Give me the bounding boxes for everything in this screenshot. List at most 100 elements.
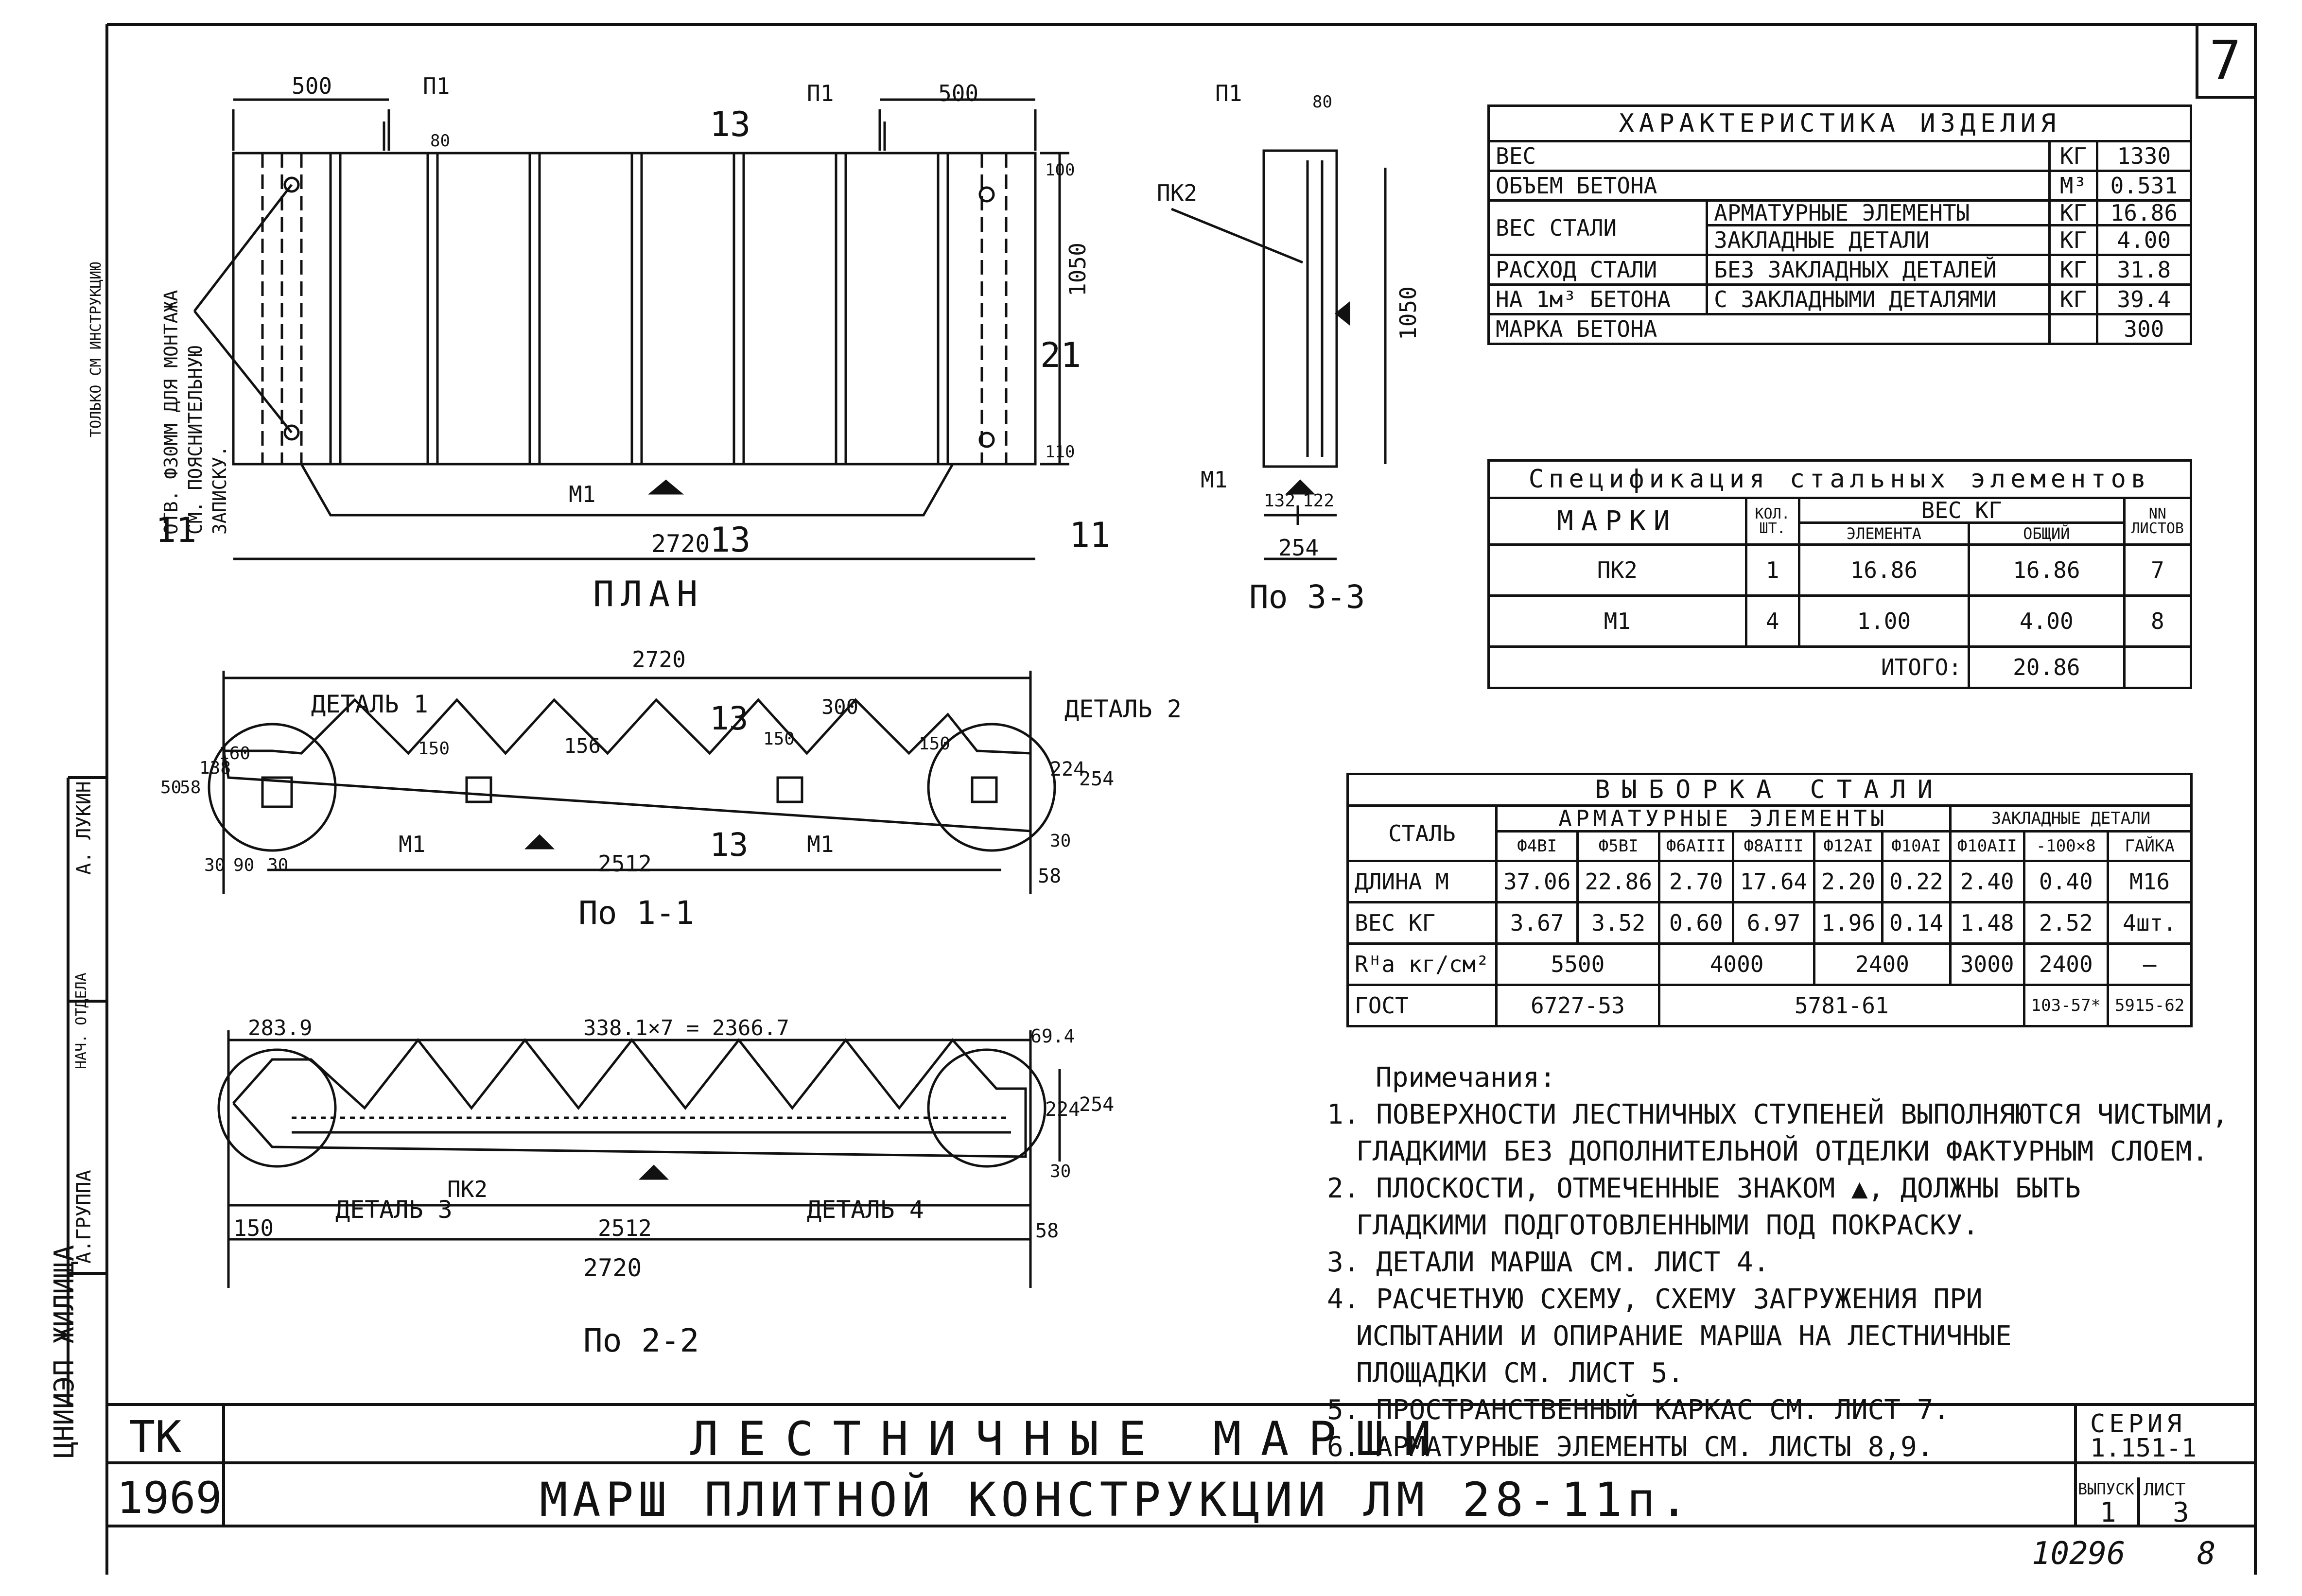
s33-dim-1050: 1050 bbox=[1395, 286, 1421, 340]
steel-wt: 3.67 bbox=[1495, 901, 1579, 945]
s11-dim-58: 58 bbox=[180, 778, 201, 798]
steel-h-steel: СТАЛЬ bbox=[1346, 804, 1498, 862]
steel-len: 0.22 bbox=[1881, 860, 1952, 903]
titleblock-sheet: 3 bbox=[2173, 1497, 2189, 1528]
s11-dim-30-b: 30 bbox=[267, 855, 289, 875]
spec-h-weight: ВЕС КГ bbox=[1797, 497, 2126, 524]
note-line: 6. АРМАТУРНЫЕ ЭЛЕМЕНТЫ СМ. ЛИСТЫ 8,9. bbox=[1327, 1431, 1934, 1463]
s22-dim-150: 150 bbox=[233, 1215, 274, 1241]
char-row-value: 39.4 bbox=[2095, 283, 2193, 315]
spec-h-total: ОБЩИЙ bbox=[1968, 521, 2126, 546]
steel-col: Ф8АIII bbox=[1731, 830, 1816, 862]
s11-label-m1-a: М1 bbox=[399, 831, 426, 857]
s11-dim-138: 138 bbox=[199, 758, 231, 778]
bottom-doc-number: 10296 bbox=[2032, 1536, 2126, 1572]
steel-gost: 6727-53 bbox=[1495, 984, 1660, 1027]
s22-title: По 2-2 bbox=[583, 1322, 699, 1359]
steel-ra: 5500 bbox=[1495, 942, 1660, 986]
plan-section-21: 21 bbox=[1040, 335, 1081, 375]
titleblock-issue: 1 bbox=[2100, 1497, 2116, 1528]
s22-dim-2720: 2720 bbox=[583, 1254, 642, 1282]
s11-dim-150-d: 150 bbox=[919, 734, 951, 754]
steel-r-ra: Rᴴа кг/см² bbox=[1346, 942, 1498, 986]
s22-dim-formula: 338.1×7 = 2366.7 bbox=[583, 1016, 789, 1041]
char-row-sub: С ЗАКЛАДНЫМИ ДЕТАЛЯМИ bbox=[1706, 283, 2051, 315]
char-row-unit: КГ bbox=[2048, 283, 2098, 315]
spec-row-sheet: 8 bbox=[2123, 594, 2193, 648]
steel-wt: 1.96 bbox=[1813, 901, 1884, 945]
steel-col: -100×8 bbox=[2023, 830, 2109, 862]
side-stamp-top-text: ТОЛЬКО СМ ИНСТРУКЦИЮ bbox=[87, 261, 105, 437]
char-row-label: МАРКА БЕТОНА bbox=[1487, 313, 2051, 345]
plan-label-p1-b: П1 bbox=[807, 80, 834, 106]
s22-dim-2512: 2512 bbox=[598, 1215, 652, 1241]
plan-dim-100: 100 bbox=[1045, 160, 1075, 180]
titleblock-series-label: СЕРИЯ bbox=[2090, 1409, 2186, 1439]
s11-dim-150-a: 150 bbox=[418, 739, 450, 759]
side-stamp-chief: НАЧ. ОТДЕЛА bbox=[73, 972, 90, 1069]
char-row-sub: БЕЗ ЗАКЛАДНЫХ ДЕТАЛЕЙ bbox=[1706, 254, 2051, 286]
steel-wt: 4шт. bbox=[2106, 901, 2193, 945]
section-2-2-view bbox=[217, 1030, 1061, 1288]
titleblock-sheet-label: ЛИСТ bbox=[2144, 1480, 2186, 1500]
side-stamp-group: А.ГРУППА bbox=[73, 1170, 95, 1264]
s33-title: По 3-3 bbox=[1249, 578, 1365, 616]
s33-label-pk2: ПК2 bbox=[1157, 180, 1198, 206]
plan-dim-1050: 1050 bbox=[1064, 243, 1091, 296]
spec-row-el: 16.86 bbox=[1797, 543, 1971, 597]
spec-h-marks: МАРКИ bbox=[1487, 497, 1747, 546]
s11-dim-224: 224 bbox=[1050, 758, 1085, 781]
plan-section-11-right: 11 bbox=[1069, 515, 1111, 555]
s33-dim-122: 122 bbox=[1303, 491, 1335, 511]
steel-wt: 6.97 bbox=[1731, 901, 1816, 945]
char-row-unit: М³ bbox=[2048, 170, 2098, 202]
char-row-label: ОБЪЕМ БЕТОНА bbox=[1487, 170, 2051, 202]
note-line: 5. ПРОСТРАНСТВЕННЫЙ КАРКАС СМ. ЛИСТ 7. bbox=[1327, 1394, 1950, 1426]
plan-hole-note-3: ЗАПИСКУ. bbox=[209, 445, 230, 535]
s11-dim-2512: 2512 bbox=[598, 850, 652, 877]
s11-title: По 1-1 bbox=[578, 894, 695, 932]
notes: Примечания: 1. ПОВЕРХНОСТИ ЛЕСТНИЧНЫХ СТ… bbox=[1327, 1059, 2228, 1466]
plan-dim-80: 80 bbox=[430, 131, 450, 151]
plan-dim-110: 110 bbox=[1045, 442, 1075, 462]
char-row-unit bbox=[2048, 313, 2098, 345]
steel-len: 22.86 bbox=[1576, 860, 1660, 903]
spec-total-label: ИТОГО: bbox=[1487, 645, 1971, 689]
s11-detail1: ДЕТАЛЬ 1 bbox=[311, 690, 428, 718]
steel-len: 0.40 bbox=[2023, 860, 2109, 903]
s22-label-pk2: ПК2 bbox=[447, 1176, 488, 1202]
char-row-sub: АРМАТУРНЫЕ ЭЛЕМЕНТЫ bbox=[1706, 199, 2051, 226]
s11-dim-300: 300 bbox=[821, 695, 858, 719]
s11-dim-50: 50 bbox=[160, 778, 182, 798]
note-line: ПЛОЩАДКИ СМ. ЛИСТ 5. bbox=[1356, 1357, 1684, 1389]
steel-ra: 2400 bbox=[1813, 942, 1952, 986]
steel-wt: 2.52 bbox=[2023, 901, 2109, 945]
plan-section-11-left: 11 bbox=[156, 510, 197, 550]
plan-title: ПЛАН bbox=[593, 573, 705, 614]
steel-gost: 5915-62 bbox=[2106, 984, 2193, 1027]
s22-detail3: ДЕТАЛЬ 3 bbox=[335, 1196, 453, 1224]
s11-dim-160: 160 bbox=[219, 744, 251, 763]
note-line: ГЛАДКИМИ ПОДГОТОВЛЕННЫМИ ПОД ПОКРАСКУ. bbox=[1356, 1210, 1979, 1241]
steel-col: Ф12АI bbox=[1813, 830, 1884, 862]
notes-title: Примечания: bbox=[1376, 1062, 1556, 1093]
steel-len: 2.40 bbox=[1949, 860, 2025, 903]
sheet-number: 7 bbox=[2209, 29, 2242, 91]
plan-label-m1: М1 bbox=[569, 481, 596, 507]
char-row-value: 1330 bbox=[2095, 140, 2193, 172]
steel-h-emb: ЗАКЛАДНЫЕ ДЕТАЛИ bbox=[1949, 804, 2193, 833]
spec-row-el: 1.00 bbox=[1797, 594, 1971, 648]
s11-section-13-bottom: 13 bbox=[710, 826, 749, 864]
bottom-sheet-number: 8 bbox=[2197, 1536, 2216, 1572]
steel-r-gost: ГОСТ bbox=[1346, 984, 1498, 1027]
steel-gost: 5781-61 bbox=[1657, 984, 2025, 1027]
plan-section-13-bottom: 13 bbox=[710, 520, 751, 560]
spec-row-total: 16.86 bbox=[1968, 543, 2126, 597]
titleblock-series: 1.151-1 bbox=[2090, 1434, 2197, 1463]
plan-dim-500-left: 500 bbox=[292, 73, 332, 99]
steel-col: Ф10АII bbox=[1949, 830, 2025, 862]
steel-len: 17.64 bbox=[1731, 860, 1816, 903]
